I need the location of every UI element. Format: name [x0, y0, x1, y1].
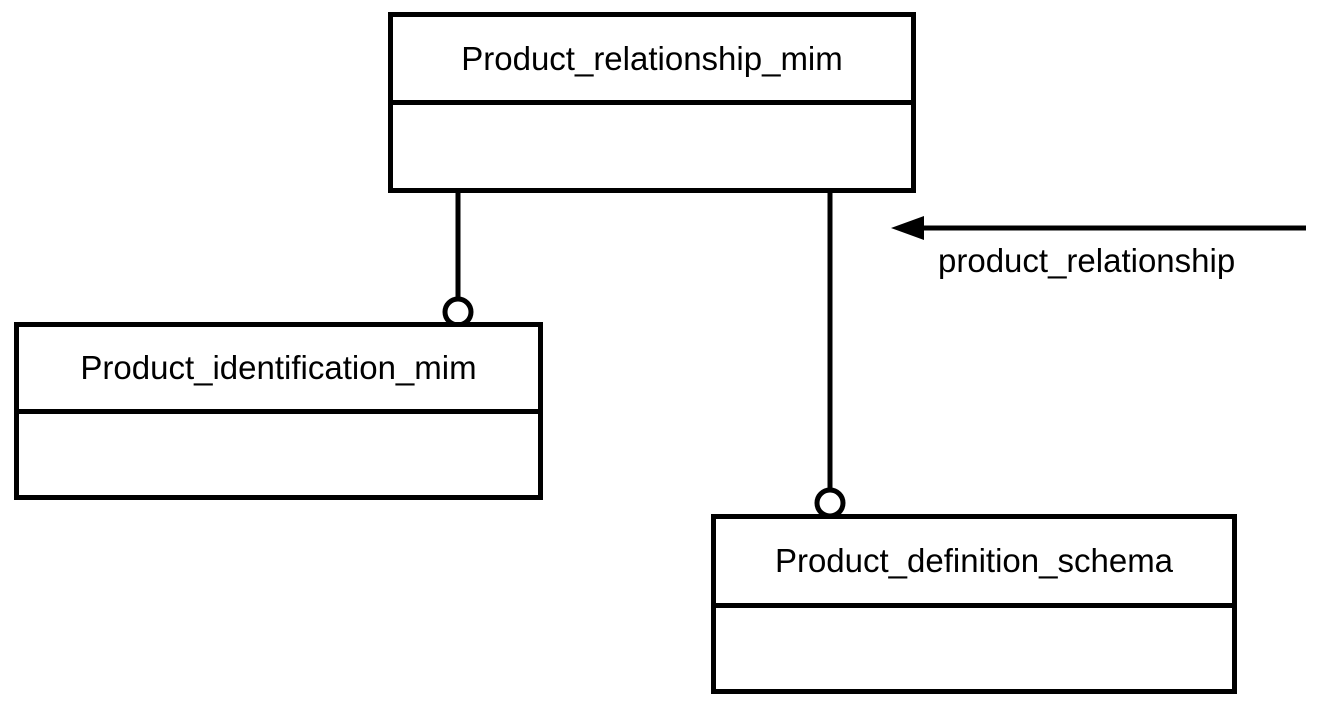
arrowhead-icon — [891, 216, 924, 240]
node-product-definition-schema: Product_definition_schema — [711, 514, 1237, 694]
node-product-identification-mim: Product_identification_mim — [14, 322, 543, 500]
node-body — [19, 414, 538, 495]
node-title: Product_relationship_mim — [393, 17, 911, 105]
node-body — [716, 608, 1232, 689]
node-title: Product_definition_schema — [716, 519, 1232, 608]
node-product-relationship-mim: Product_relationship_mim — [388, 12, 916, 193]
reference-arrow — [891, 216, 1306, 240]
node-body — [393, 105, 911, 188]
circle-terminator-definition — [814, 487, 846, 519]
arrow-label: product_relationship — [938, 242, 1236, 279]
node-title: Product_identification_mim — [19, 327, 538, 414]
